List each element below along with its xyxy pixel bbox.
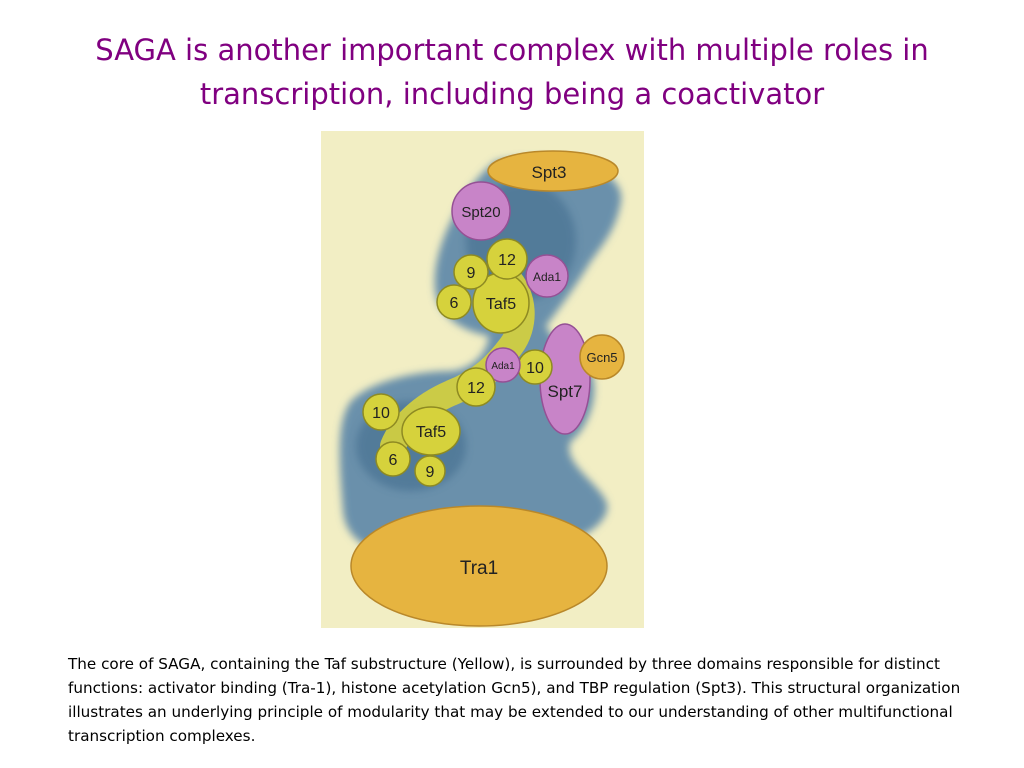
ada1-top-domain	[525, 254, 569, 298]
taf10-mid-label: 10	[526, 360, 544, 377]
slide-title: SAGA is another important complex with m…	[95, 33, 929, 111]
gcn5-domain	[579, 334, 625, 380]
taf9-low-domain	[414, 455, 446, 487]
taf12-top-domain	[486, 238, 528, 280]
tra1-label: Tra1	[460, 558, 498, 579]
taf5-low-domain	[401, 406, 461, 456]
spt20-domain	[451, 181, 511, 241]
ada1-mid-domain	[485, 347, 521, 383]
taf9-top-domain	[453, 254, 489, 290]
taf6-top-domain	[436, 284, 472, 320]
taf5-top-label: Taf5	[486, 296, 516, 313]
spt3-domain	[487, 150, 619, 192]
taf10-low-label: 10	[372, 405, 390, 422]
taf12-top-label: 12	[498, 252, 516, 269]
spt20-label: Spt20	[461, 204, 500, 221]
taf10-low-domain	[362, 393, 400, 431]
spt7-label: Spt7	[548, 382, 583, 401]
taf6-top-label: 6	[450, 295, 459, 312]
tra1-domain	[350, 505, 608, 627]
ada1-top-label: Ada1	[533, 270, 561, 284]
taf6-low-domain	[375, 441, 411, 477]
taf5-low-label: Taf5	[416, 424, 446, 441]
gcn5-label: Gcn5	[586, 350, 617, 365]
spt3-label: Spt3	[532, 163, 567, 182]
taf9-top-label: 9	[467, 265, 476, 282]
saga-structure-figure: Tra1 Spt3 Spt20 Ada1 Taf5 12 9 6 Spt7 Gc…	[321, 131, 644, 628]
taf12-mid-label: 12	[467, 380, 485, 397]
taf12-mid-domain	[456, 367, 496, 407]
figure-caption: The core of SAGA, containing the Taf sub…	[68, 655, 961, 745]
ada1-mid-label: Ada1	[491, 361, 515, 372]
taf6-low-label: 6	[389, 452, 398, 469]
taf9-low-label: 9	[426, 464, 435, 481]
